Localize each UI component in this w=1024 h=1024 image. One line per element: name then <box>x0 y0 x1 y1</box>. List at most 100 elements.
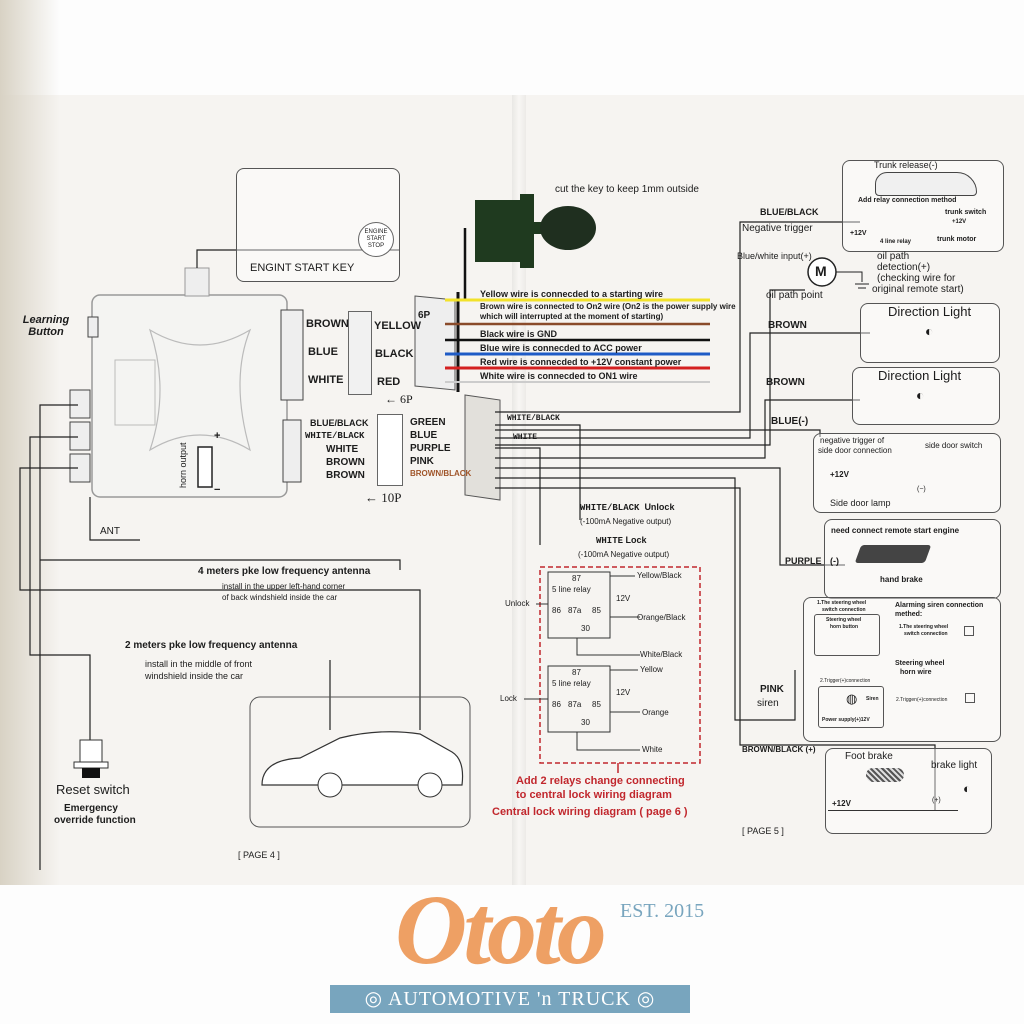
blue-black-label: BLUE/BLACK <box>760 207 819 217</box>
door-switch-label: side door switch <box>925 441 983 450</box>
foot-brake-wire <box>828 810 958 811</box>
oil-detect-2: detection(+) <box>877 262 931 273</box>
pink-label: PINK <box>760 684 784 695</box>
wire-note-red: Red wire is connecded to +12V constant p… <box>480 357 682 367</box>
siren-box <box>803 597 1001 742</box>
relay2-title: 5 line relay <box>552 679 591 688</box>
engine-start-box <box>236 168 400 282</box>
antenna-4m-title: 4 meters pke low frequency antenna <box>198 566 371 577</box>
relay1-30: 30 <box>581 624 590 633</box>
ecu-body <box>91 294 288 498</box>
oil-path-point: oil path point <box>766 290 823 301</box>
oil-detect-1: oil path <box>877 251 910 262</box>
horn-output-label: horn output <box>178 442 188 488</box>
port-10p <box>282 419 302 483</box>
10p-right-2: BLUE <box>410 430 438 441</box>
relay1-out-87a: Orange/Black <box>637 613 686 622</box>
trunk-switch: trunk switch <box>945 209 987 216</box>
relay1-86: 86 <box>552 606 561 615</box>
relay2-out-87a: Orange <box>642 708 669 717</box>
direction-light-box-2 <box>852 367 1000 425</box>
learning-button-shape <box>87 316 99 338</box>
wire-note-black: Black wire is GND <box>480 329 558 339</box>
page-4-label: [ PAGE 4 ] <box>238 850 280 860</box>
brake-pedal-icon <box>866 768 904 782</box>
relay2-87a: 87a <box>568 700 582 709</box>
relay1-87a: 87a <box>568 606 582 615</box>
antenna-2m-desc-2: windshield inside the car <box>145 671 244 681</box>
foot-plus: (+) <box>932 797 941 804</box>
10p-right-1: GREEN <box>410 417 446 428</box>
ecu-window <box>114 359 156 426</box>
siren-s1a: 1.The steering wheel <box>817 600 867 606</box>
relay2-out-87: Yellow <box>640 665 663 674</box>
brake-light-label: brake light <box>931 760 978 771</box>
wire-note-yellow: Yellow wire is connecded to a starting w… <box>480 289 664 299</box>
10p-right-3: PURPLE <box>410 443 451 454</box>
unlock-color: WHITE/BLACK <box>580 503 640 513</box>
brown-black-label: BROWN/BLACK (+) <box>742 745 816 754</box>
horn-minus: − <box>214 484 221 496</box>
direction-light-title-1: Direction Light <box>888 304 972 319</box>
wire-note-white: White wire is connecded to ON1 wire <box>480 371 638 381</box>
6p-left-3: WHITE <box>308 374 344 386</box>
lock-note: (-100mA Negative output) <box>578 550 670 559</box>
siren-opt1-checkbox[interactable] <box>964 626 974 636</box>
wire-note-blue: Blue wire is connecded to ACC power <box>480 343 642 353</box>
relay1-out-87: Yellow/Black <box>637 571 682 580</box>
ecu-x-plate <box>148 328 252 452</box>
port-1 <box>69 389 91 419</box>
oil-detect-3: (checking wire for <box>877 273 956 284</box>
relay2-86: 86 <box>552 700 561 709</box>
blue-white-label: Blue/white input(+) <box>737 251 812 261</box>
motor-icon: M <box>815 263 827 279</box>
10p-left-1: BLUE/BLACK <box>310 418 369 428</box>
siren-method-1: Alarming siren connection <box>895 602 984 609</box>
10p-plug <box>377 414 403 486</box>
antenna-2m-desc-1: install in the middle of front <box>145 659 253 669</box>
watermark-band: ◎ AUTOMOTIVE 'n TRUCK ◎ <box>330 985 690 1013</box>
antenna-4m-desc-1: install in the upper left-hand corner <box>222 582 346 591</box>
negative-trigger-label: Negative trigger <box>742 223 813 234</box>
car-box <box>249 696 471 828</box>
side-door-box <box>813 433 1001 513</box>
horn-wire-1: Steering wheel <box>895 660 945 667</box>
relay-note-1: Add 2 relays change connecting <box>516 775 685 787</box>
trunk-12v-a: +12V <box>850 230 867 237</box>
relay1-87: 87 <box>572 574 581 583</box>
port-2 <box>69 421 91 451</box>
10p-left-3: WHITE <box>326 444 359 455</box>
trunk-title: Trunk release(-) <box>874 160 938 170</box>
reset-switch-title: Reset switch <box>56 782 130 797</box>
siren-method-2: methed: <box>895 611 923 618</box>
trunk-method: Add relay connection method <box>858 197 957 204</box>
relay2-12v: 12V <box>616 688 631 697</box>
foot-brake-box <box>825 748 992 834</box>
relay1-input: Unlock <box>505 599 530 608</box>
pink-siren-label: siren <box>757 698 779 709</box>
unlock-output: WHITE/BLACK Unlock <box>580 502 674 513</box>
hand-brake-title: need connect remote start engine <box>831 526 960 535</box>
port-6p <box>280 309 304 401</box>
bulb-icon: ◐ <box>916 387 925 403</box>
hand-brake-label: hand brake <box>880 575 923 584</box>
key-cut-note: cut the key to keep 1mm outside <box>555 184 699 195</box>
siren-trigger: 2.Trigger(+)connection <box>820 678 871 684</box>
horn-btn-1: Steering wheel <box>826 617 862 623</box>
horn-plus: + <box>214 430 221 442</box>
6p-left-1: BROWN <box>306 318 349 330</box>
wire-tag-white: WHITE <box>513 433 538 442</box>
wire-tag-white-black: WHITE/BLACK <box>507 414 560 423</box>
siren-opt2-checkbox[interactable] <box>965 693 975 703</box>
6p-right-2: BLACK <box>375 348 414 360</box>
relay2-87: 87 <box>572 668 581 677</box>
relay1-title: 5 line relay <box>552 585 591 594</box>
direction-light-title-2: Direction Light <box>878 368 962 383</box>
foot-brake-title: Foot brake <box>845 751 893 762</box>
horn-button-box <box>814 614 880 656</box>
6p-right-3: RED <box>377 376 401 388</box>
relay1-out-30: White/Black <box>640 650 683 659</box>
oil-detect-4: original remote start) <box>872 284 964 295</box>
horn-wire-2: horn wire <box>900 669 932 676</box>
6p-right-1: YELLOW <box>374 320 422 332</box>
